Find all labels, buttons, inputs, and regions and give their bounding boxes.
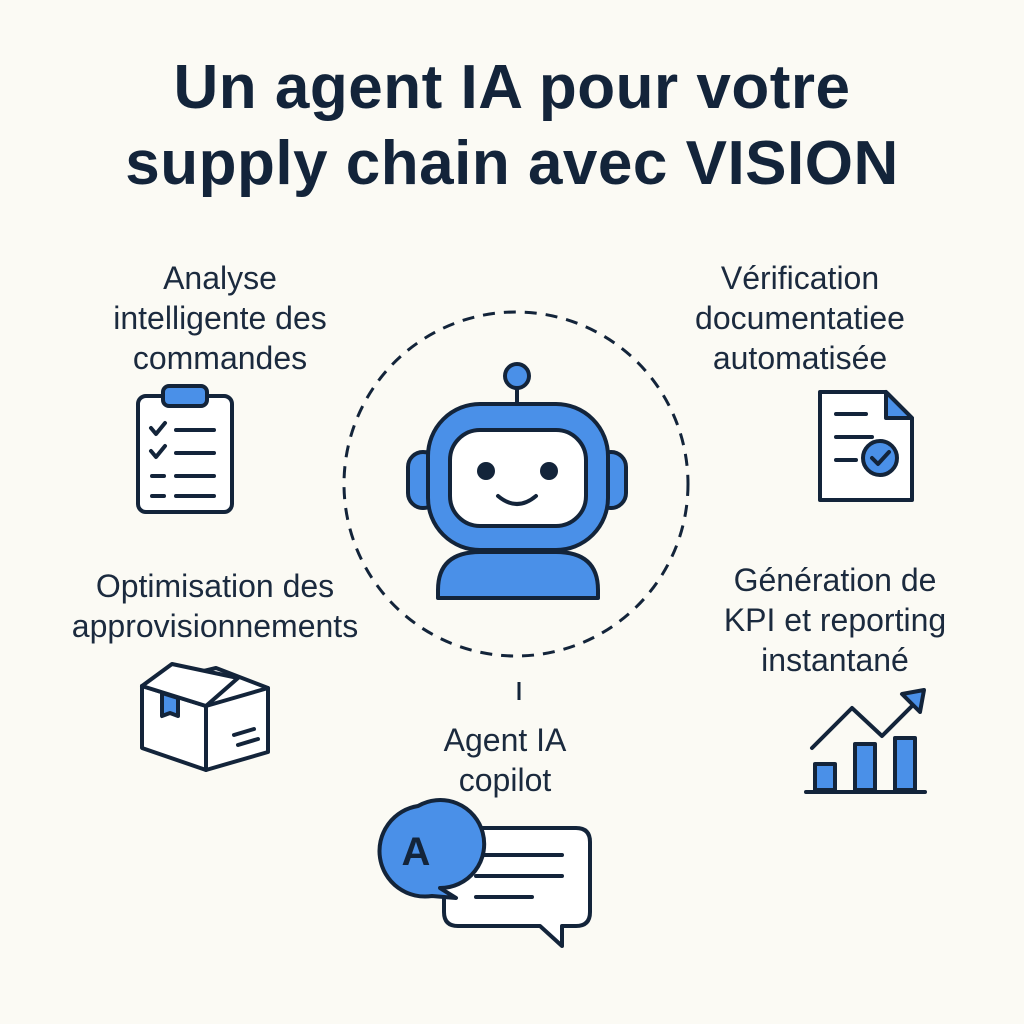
dashed-ring (342, 310, 690, 658)
bar-chart-growth-icon (804, 688, 927, 794)
robot-icon (406, 362, 628, 600)
chat-assistant-icon: A (377, 798, 592, 948)
title-line-2: supply chain avec VISION (125, 129, 899, 198)
feature-label-optimisation: Optimisation des approvisionnements (71, 568, 359, 644)
clipboard-checklist-icon (136, 384, 234, 514)
feature-label-agent: Agent IA copilot (443, 722, 567, 798)
page-title: Un agent IA pour votre supply chain avec… (0, 50, 1024, 202)
feature-label-generation: Génération de KPI et reporting instantan… (723, 562, 947, 678)
document-check-icon (818, 390, 914, 502)
package-box-icon (140, 662, 270, 772)
feature-label-verification: Vérification documentatiee automatisée (695, 260, 905, 376)
title-line-1: Un agent IA pour votre (173, 53, 851, 122)
chat-badge-letter: A (402, 830, 431, 874)
feature-label-analyse: Analyse intelligente des commandes (113, 260, 327, 376)
